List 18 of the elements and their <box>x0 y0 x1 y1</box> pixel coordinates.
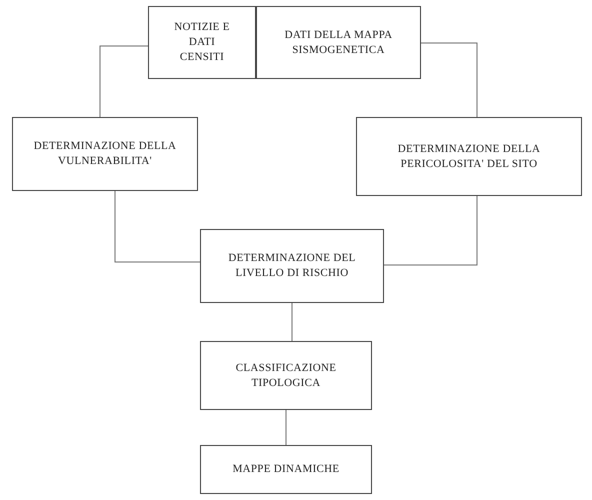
process-box <box>148 6 256 79</box>
box-label: DETERMINAZIONE DELLA PERICOLOSITA' DEL SITO <box>396 142 542 172</box>
connector-line <box>384 196 478 266</box>
connector-line <box>114 190 200 262</box>
process-box <box>356 117 582 196</box>
process-box <box>256 6 421 79</box>
box-label: DETERMINAZIONE DEL LIVELLO DI RISCHIO <box>227 251 357 281</box>
box-label: MAPPE DINAMICHE <box>232 462 340 477</box>
box-label: DATI DELLA MAPPA SISMOGENETICA <box>284 28 394 58</box>
connector-line <box>420 42 478 118</box>
process-box <box>200 341 372 410</box>
connector-line <box>100 46 148 118</box>
process-box <box>12 117 198 191</box>
box-label: CLASSIFICAZIONE TIPOLOGICA <box>234 360 338 390</box>
process-box <box>200 445 372 494</box>
process-box <box>200 229 384 303</box>
box-label: NOTIZIE E DATI CENSITI <box>173 20 231 65</box>
box-label: DETERMINAZIONE DELLA VULNERABILITA' <box>32 139 178 169</box>
